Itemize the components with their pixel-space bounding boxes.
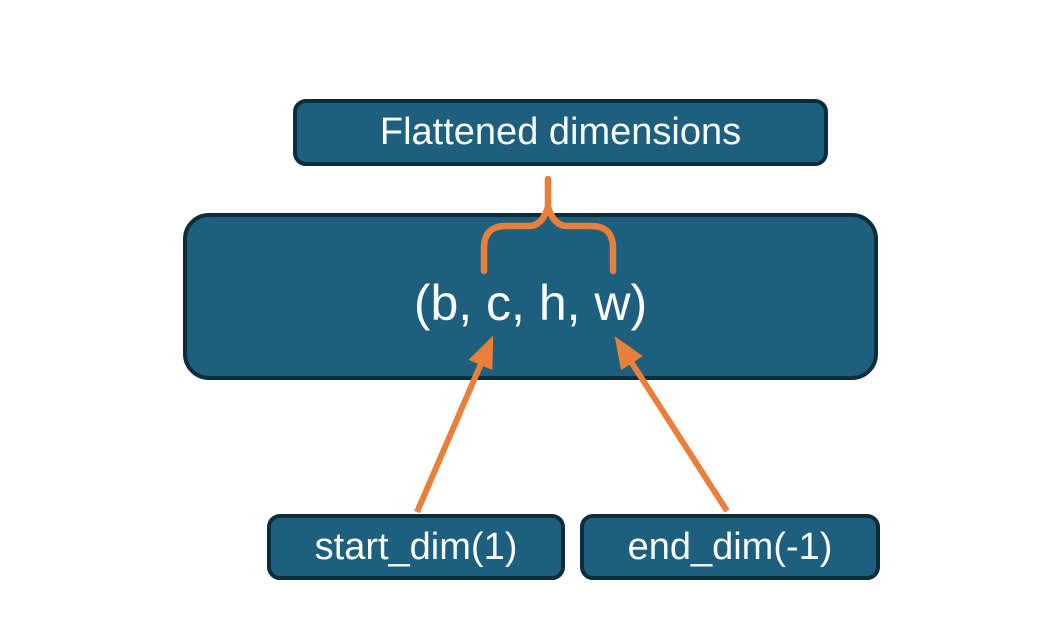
node-start-dim-label: start_dim(1) — [314, 525, 518, 568]
node-end-dim: end_dim(-1) — [580, 514, 880, 580]
node-flattened-dimensions-label: Flattened dimensions — [379, 111, 742, 153]
node-tensor-shape-label: (b, c, h, w) — [413, 274, 648, 331]
node-start-dim: start_dim(1) — [267, 514, 565, 580]
node-end-dim-label: end_dim(-1) — [627, 525, 833, 568]
node-flattened-dimensions: Flattened dimensions — [293, 99, 828, 166]
node-tensor-shape: (b, c, h, w) — [183, 213, 878, 380]
